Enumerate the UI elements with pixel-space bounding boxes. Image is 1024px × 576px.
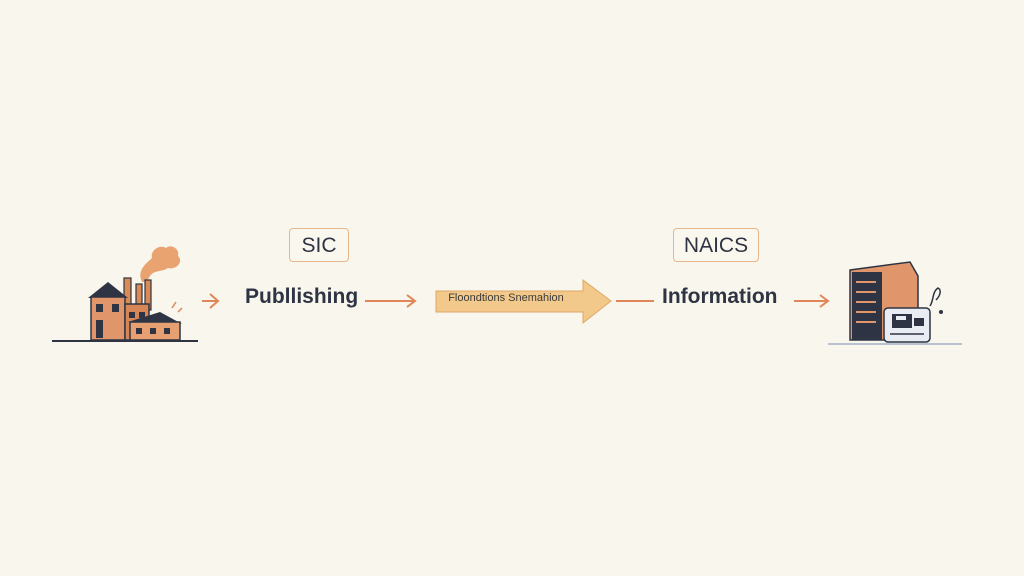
big-transition-arrow: [435, 279, 612, 325]
arrow-icon: [365, 294, 417, 308]
sic-code-label: SIC: [289, 228, 349, 262]
server-computer-icon: [828, 261, 962, 345]
factory-icon: [52, 246, 198, 342]
arrow-icon: [202, 293, 220, 309]
transition-label: Floondtions Snemahion: [448, 292, 564, 304]
sic-stage-label: Publlishing: [245, 285, 359, 308]
arrow-icon: [794, 294, 830, 308]
naics-code-label: NAICS: [673, 228, 759, 262]
naics-stage-label: Information: [662, 285, 778, 308]
